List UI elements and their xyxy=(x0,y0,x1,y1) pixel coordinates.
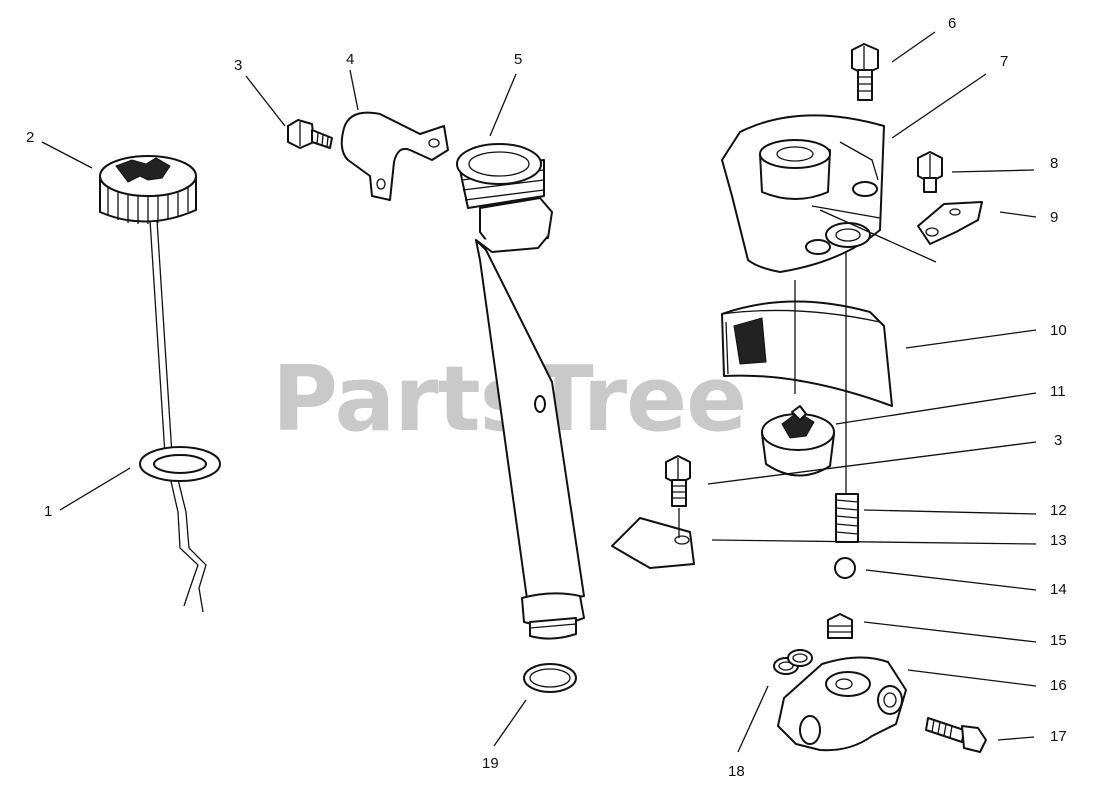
callout-10: 10 xyxy=(1050,322,1067,339)
leader-lines xyxy=(41,31,1037,753)
callout-labels: 1 2 3 4 5 6 7 8 9 10 11 3 12 13 14 15 16… xyxy=(26,15,1067,780)
part-10-screen[interactable] xyxy=(721,300,893,407)
part-4-clamp[interactable] xyxy=(340,111,449,201)
part-15-plug[interactable] xyxy=(827,613,853,639)
part-5-fill-tube[interactable] xyxy=(456,143,585,640)
part-14-ball[interactable] xyxy=(834,557,856,579)
callout-11: 11 xyxy=(1050,383,1066,400)
callout-15: 15 xyxy=(1050,632,1067,649)
part-17-bolt[interactable] xyxy=(925,717,987,753)
assembly-guide-lines xyxy=(678,252,847,538)
part-16-elbow[interactable] xyxy=(777,656,907,752)
callout-5: 5 xyxy=(514,51,522,68)
callout-14: 14 xyxy=(1050,581,1067,598)
callout-19: 19 xyxy=(482,755,499,772)
callout-7: 7 xyxy=(1000,53,1008,70)
part-19-o-ring[interactable] xyxy=(523,663,577,693)
part-2-fill-cap-dipstick[interactable] xyxy=(99,155,207,613)
callout-1: 1 xyxy=(44,503,52,520)
callout-12: 12 xyxy=(1050,502,1067,519)
part-18-o-rings[interactable] xyxy=(773,649,813,675)
callout-8: 8 xyxy=(1050,155,1058,172)
part-3-bolt-top[interactable] xyxy=(287,119,333,149)
part-7-housing[interactable] xyxy=(721,114,937,273)
callout-3-top: 3 xyxy=(234,57,242,74)
part-9-bracket[interactable] xyxy=(917,201,983,245)
part-3-bolt-lower[interactable] xyxy=(665,455,691,507)
callout-13: 13 xyxy=(1050,532,1067,549)
part-12-spring[interactable] xyxy=(835,493,859,543)
callout-9: 9 xyxy=(1050,209,1058,226)
part-13-plate[interactable] xyxy=(611,517,695,569)
part-11-impeller[interactable] xyxy=(761,405,835,477)
part-8-bolt[interactable] xyxy=(917,151,943,193)
callout-2: 2 xyxy=(26,129,34,146)
callout-4: 4 xyxy=(346,51,354,68)
callout-16: 16 xyxy=(1050,677,1067,694)
part-6-bolt[interactable] xyxy=(851,43,879,101)
callout-18: 18 xyxy=(728,763,745,780)
callout-17: 17 xyxy=(1050,728,1067,745)
part-1-washer[interactable] xyxy=(139,446,221,482)
callout-3-lower: 3 xyxy=(1054,432,1062,449)
callout-6: 6 xyxy=(948,15,956,32)
